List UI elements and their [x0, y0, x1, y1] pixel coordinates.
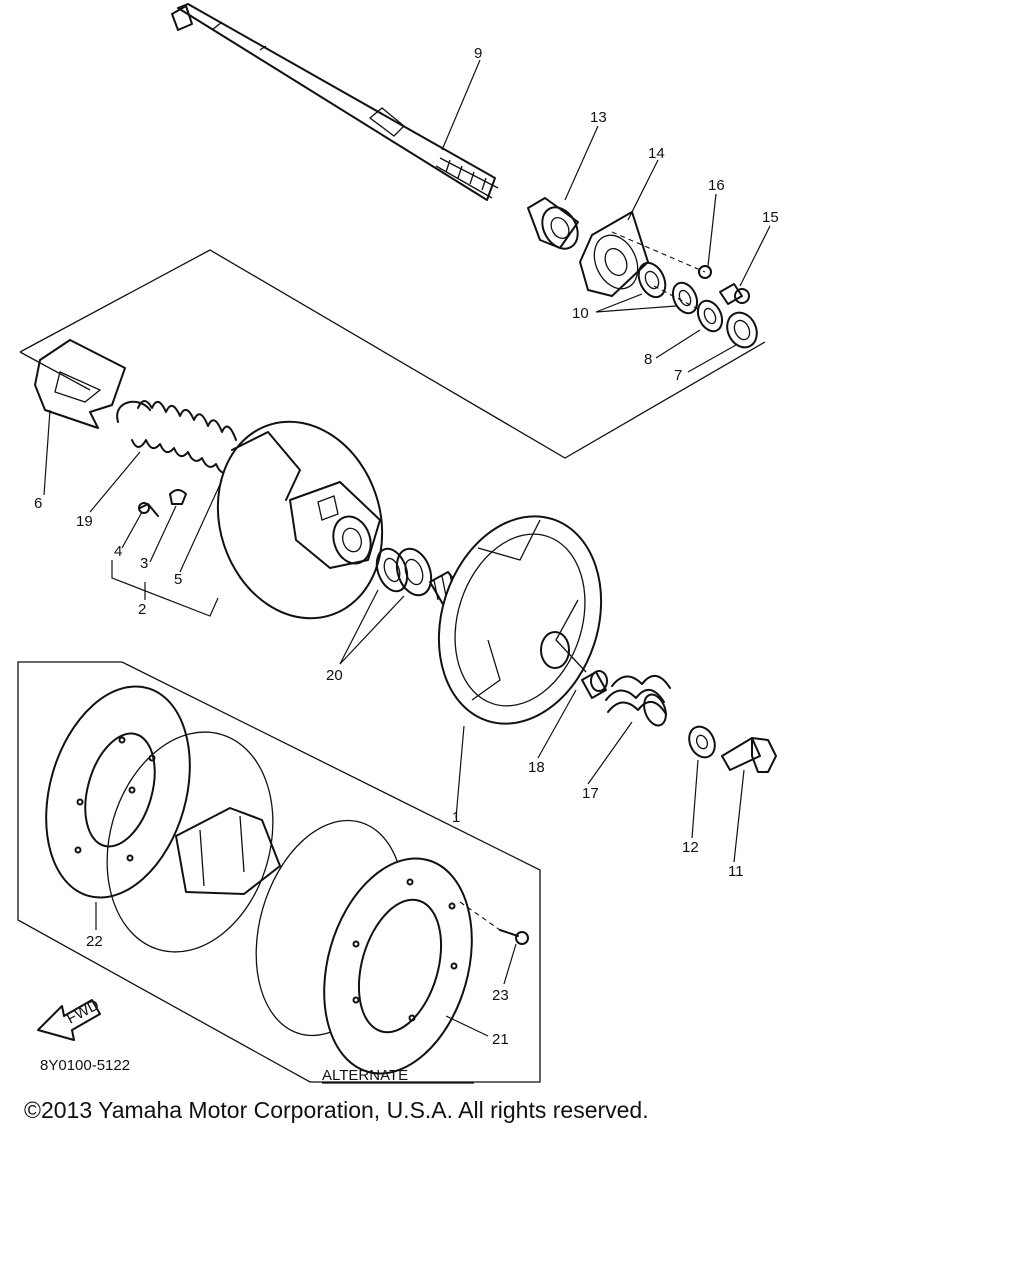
assembly-outline — [19, 249, 766, 459]
callout-9: 9 — [474, 45, 482, 62]
part-7-washer — [726, 311, 758, 349]
part-12-washer — [688, 725, 716, 759]
part-5-moving-sheave — [216, 420, 384, 620]
leader-lines — [43, 59, 771, 1037]
callout-labels: 1 2 3 4 5 6 7 8 9 10 11 12 13 14 15 16 1… — [34, 45, 779, 1048]
part-10-washers — [637, 261, 699, 315]
drawing-code: 8Y0100-5122 — [40, 1057, 130, 1074]
part-8-washer — [696, 299, 724, 333]
callout-16: 16 — [708, 177, 725, 194]
part-11-bolt — [721, 737, 777, 773]
callout-17: 17 — [582, 785, 599, 802]
part-19-spring — [116, 400, 237, 474]
alternate-sheave-body — [106, 731, 281, 953]
part-20-washers — [375, 547, 433, 597]
callout-6: 6 — [34, 495, 42, 512]
callout-10: 10 — [572, 305, 589, 322]
callout-18: 18 — [528, 759, 545, 776]
callout-22: 22 — [86, 933, 103, 950]
part-4-screw — [138, 502, 159, 517]
part-22-disc — [45, 685, 191, 899]
callout-8: 8 — [644, 351, 652, 368]
callout-20: 20 — [326, 667, 343, 684]
callout-1: 1 — [452, 809, 460, 826]
callout-15: 15 — [762, 209, 779, 226]
part-14-housing — [579, 211, 649, 297]
callout-13: 13 — [590, 109, 607, 126]
part-17-spring — [605, 675, 671, 727]
callout-23: 23 — [492, 987, 509, 1004]
part-16-nut — [698, 265, 712, 279]
callout-7: 7 — [674, 367, 682, 384]
part-23-bolt — [499, 929, 529, 945]
part-1-fixed-sheave — [429, 515, 603, 725]
alternate-outline — [17, 661, 541, 1083]
fwd-arrow-icon: FWD — [37, 996, 102, 1041]
callout-14: 14 — [648, 145, 665, 162]
callout-11: 11 — [728, 863, 744, 880]
callout-19: 19 — [76, 513, 93, 530]
part-18-collar — [581, 670, 608, 699]
part-6-cam — [34, 339, 126, 429]
part-15-bolt — [719, 283, 750, 305]
callout-5: 5 — [174, 571, 182, 588]
part-9-shaft — [171, 3, 499, 201]
part-21-alternate-sheave — [255, 819, 473, 1075]
copyright-notice: ©2013 Yamaha Motor Corporation, U.S.A. A… — [24, 1097, 649, 1123]
callout-21: 21 — [492, 1031, 509, 1048]
part-3-slider — [169, 489, 187, 505]
part-13-bearing — [527, 197, 579, 250]
callout-4: 4 — [114, 543, 122, 560]
callout-2: 2 — [138, 601, 146, 618]
callout-12: 12 — [682, 839, 699, 856]
callout-3: 3 — [140, 555, 148, 572]
alternate-label: ALTERNATE — [322, 1067, 408, 1084]
